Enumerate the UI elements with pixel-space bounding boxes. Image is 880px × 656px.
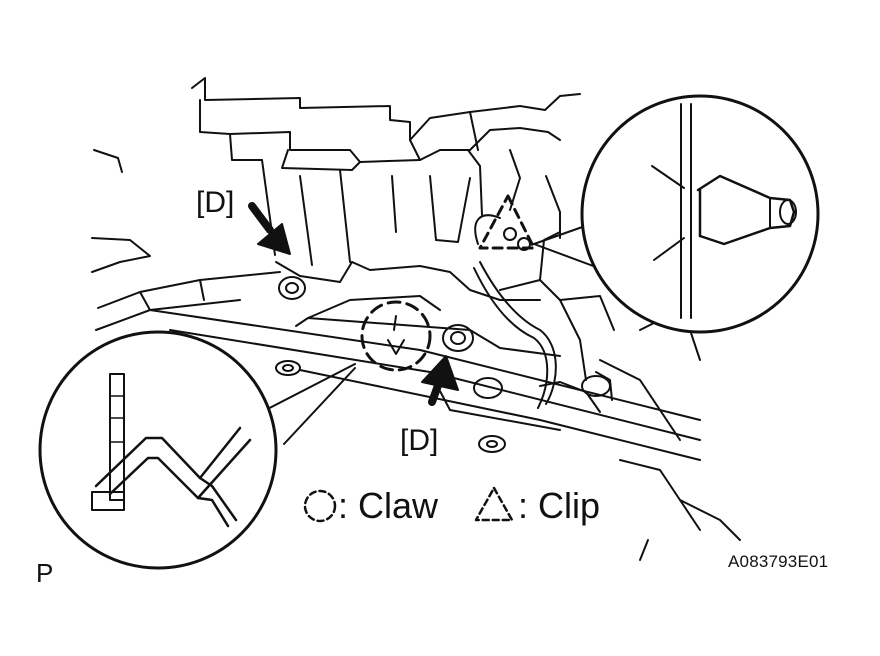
bolt-center [442, 324, 474, 352]
clip-detail-inset [533, 94, 820, 334]
claw-marker [360, 300, 432, 372]
clip-marker [478, 194, 536, 251]
bolt-upper-left [278, 276, 306, 300]
page-marker: P [36, 558, 54, 588]
figure-id: A083793E01 [728, 552, 829, 571]
trim-panel-assembly [91, 77, 741, 561]
callout-d-lower: [D] [400, 424, 439, 457]
legend-clip-label: : Clip [518, 485, 601, 526]
dashed-circle-icon [303, 489, 337, 523]
arrow-upper-left-icon [248, 202, 291, 255]
dashed-triangle-icon [474, 486, 514, 522]
legend-claw-label: : Claw [338, 485, 439, 526]
claw-detail-inset [38, 330, 356, 570]
callout-d-upper: [D] [196, 186, 235, 219]
arrow-lower-center-icon [421, 355, 459, 406]
